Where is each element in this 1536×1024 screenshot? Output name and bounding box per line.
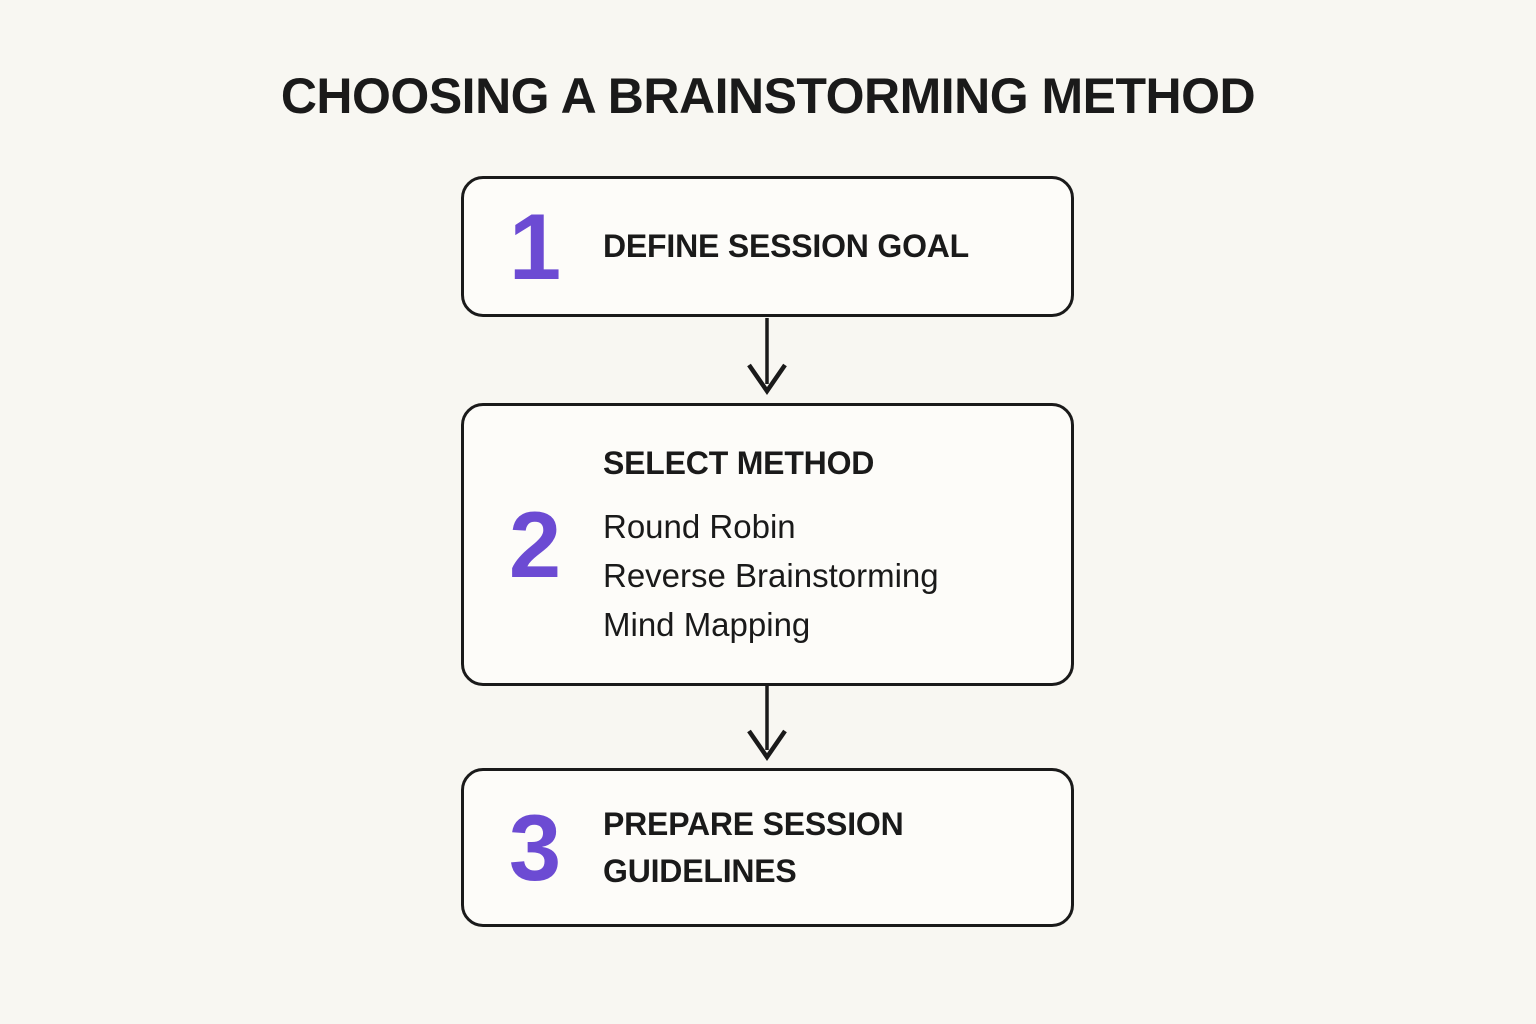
step-2-number: 2 [508,491,562,597]
step-2-heading: SELECT METHOD [603,444,875,481]
page-title: CHOOSING A BRAINSTORMING METHOD [280,68,1256,124]
step-1-heading: DEFINE SESSION GOAL [603,228,970,265]
step-1-content: DEFINE SESSION GOAL [603,223,1047,269]
method-list: Round Robin Reverse Brainstorming Mind M… [603,502,1047,649]
step-3-heading: PREPARE SESSION GUIDELINES [603,806,904,889]
step-box-define-goal: 1 DEFINE SESSION GOAL [461,176,1074,317]
step-3-content: PREPARE SESSION GUIDELINES [603,801,1047,894]
step-2-content: SELECT METHOD Round Robin Reverse Brains… [603,440,1047,649]
arrow-down-icon [747,318,787,395]
method-item-mind-mapping: Mind Mapping [603,606,811,644]
step-1-number: 1 [508,193,562,299]
method-item-reverse-brainstorming: Reverse Brainstorming [603,557,939,595]
step-box-prepare-guidelines: 3 PREPARE SESSION GUIDELINES [461,768,1074,927]
method-item-round-robin: Round Robin [603,508,796,546]
arrow-down-icon [747,684,787,761]
step-box-select-method: 2 SELECT METHOD Round Robin Reverse Brai… [461,403,1074,686]
step-3-number: 3 [508,794,562,900]
